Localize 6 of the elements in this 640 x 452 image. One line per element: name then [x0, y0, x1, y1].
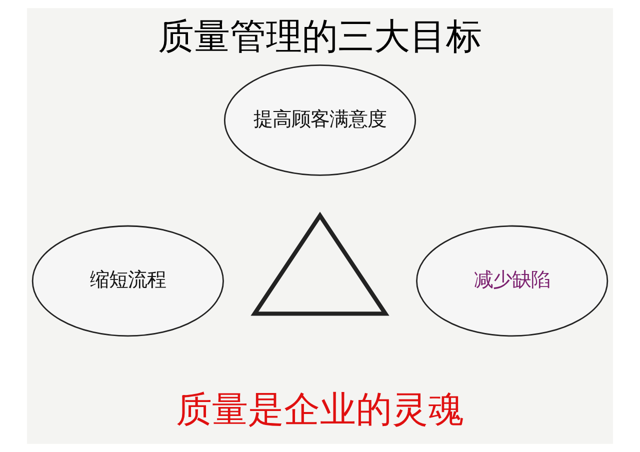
label: 质量是企业的灵魂: [176, 387, 464, 430]
node-ellipse: 提高顾客满意度: [224, 64, 416, 176]
node-triangle: [250, 212, 390, 316]
node-ellipse: 减少缺陷: [416, 225, 608, 337]
node-ellipse: 缩短流程: [32, 225, 224, 337]
diagram-title: 质量管理的三大目标: [158, 14, 482, 58]
